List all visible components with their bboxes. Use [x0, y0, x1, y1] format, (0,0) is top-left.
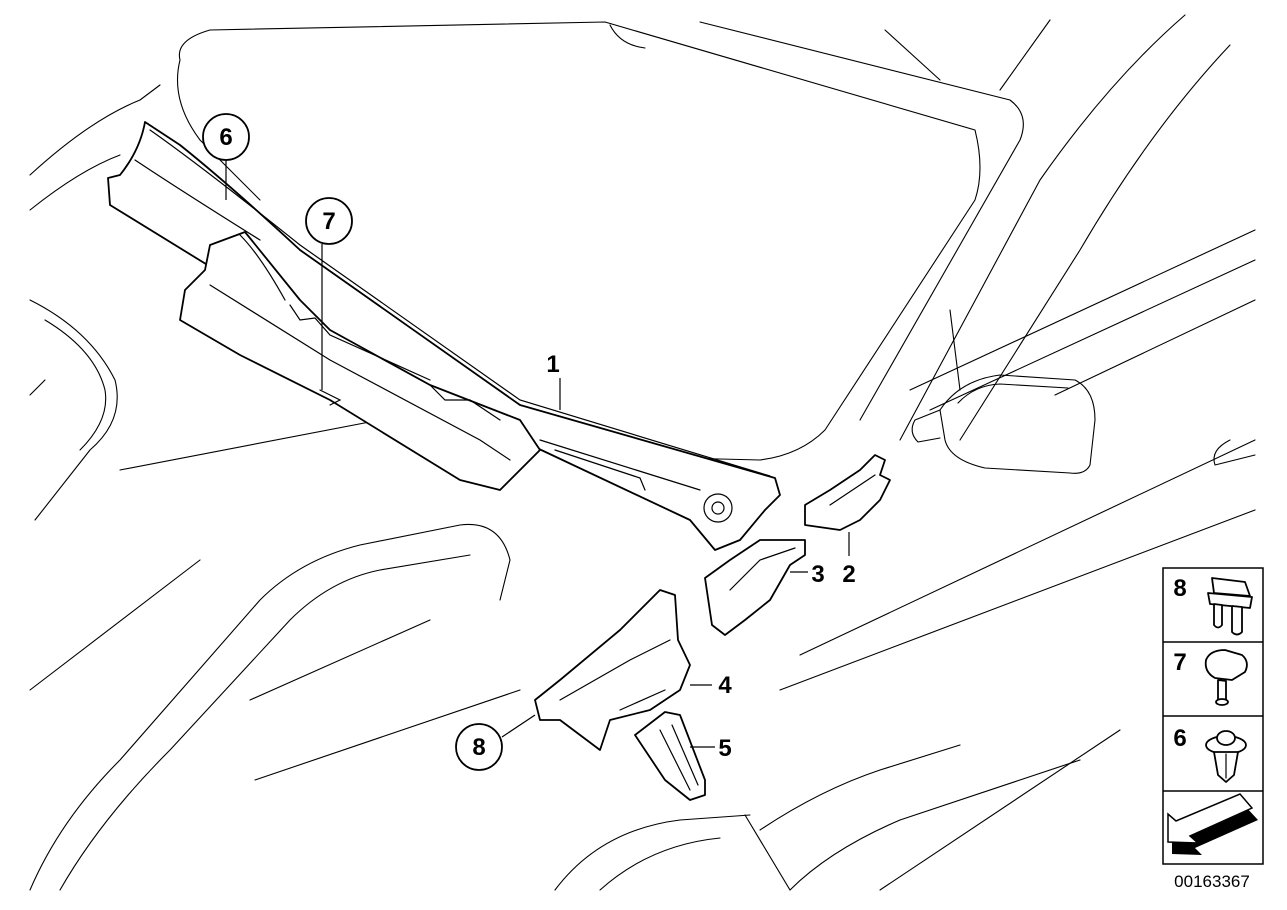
callout-2-label: 2 — [842, 561, 855, 588]
callout-7: 7 — [305, 197, 353, 245]
callout-3-label: 3 — [811, 561, 824, 588]
part-water-deflector — [179, 231, 541, 491]
part-3-side-cover — [704, 539, 806, 636]
callout-1-label: 1 — [546, 351, 559, 378]
callout-5-label: 5 — [718, 735, 731, 762]
callouts: 6 7 8 1 2 3 4 5 — [202, 113, 856, 771]
legend-item-8-label: 8 — [1173, 575, 1186, 602]
callout-6-label: 6 — [219, 124, 232, 151]
double-clip-icon — [1207, 577, 1253, 636]
vehicle-outline — [29, 14, 1256, 891]
legend-panel: 8 7 6 — [1162, 567, 1264, 865]
callout-6: 6 — [202, 113, 250, 161]
callout-4-label: 4 — [718, 672, 732, 699]
push-clip-icon — [1205, 730, 1247, 783]
callout-8: 8 — [455, 723, 503, 771]
callout-8-label: 8 — [472, 734, 485, 761]
part-5-drain-channel — [634, 711, 706, 801]
legend-item-6-label: 6 — [1173, 725, 1186, 752]
direction-arrow-icon — [1167, 793, 1258, 855]
part-4-air-duct — [534, 589, 691, 751]
expanding-rivet-icon — [1204, 649, 1248, 706]
part-2-side-cover — [804, 454, 891, 531]
leader-lines — [225, 160, 850, 748]
legend-item-7-label: 7 — [1173, 649, 1186, 676]
callout-7-label: 7 — [322, 208, 335, 235]
document-number: 00163367 — [1174, 872, 1250, 891]
part-1-cowl-cover — [107, 121, 781, 551]
